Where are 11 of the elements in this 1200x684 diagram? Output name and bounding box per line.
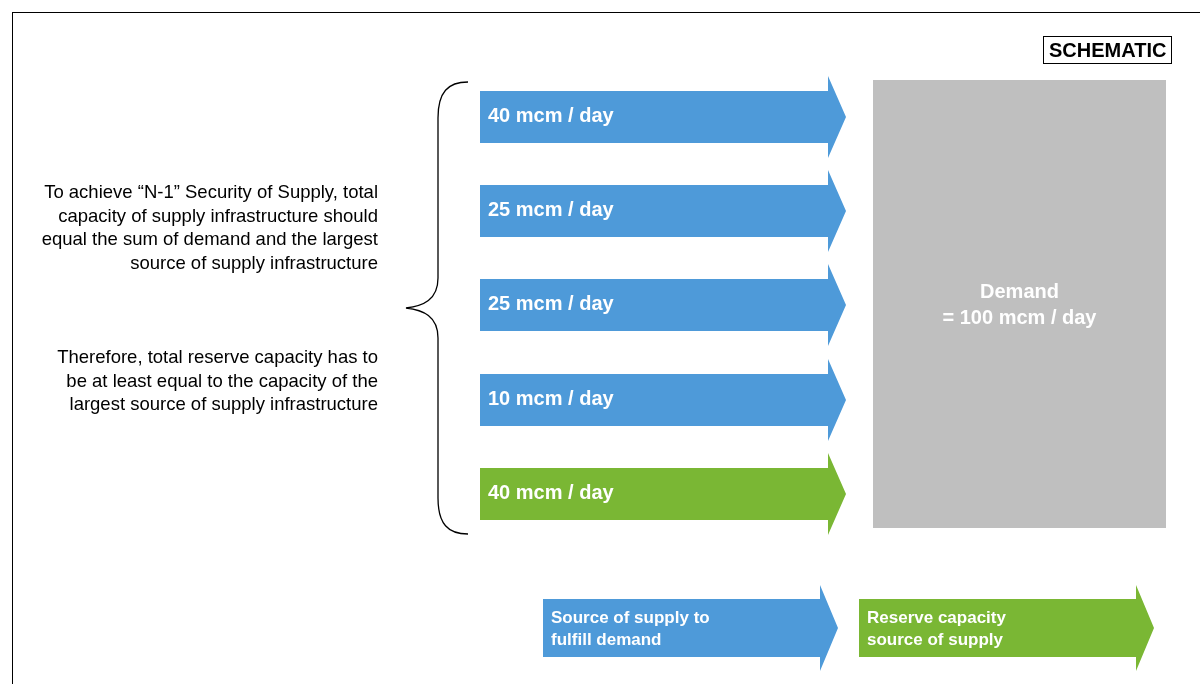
- capacity-banner: 10 mcm / day: [480, 359, 846, 441]
- legend-text: Reserve capacity source of supply: [867, 607, 1007, 651]
- capacity-banner: 40 mcm / day: [480, 76, 846, 158]
- capacity-banner: 25 mcm / day: [480, 170, 846, 252]
- capacity-banner: 40 mcm / day: [480, 453, 846, 535]
- explanation-text: Therefore, total reserve capacity has to be at least equal to the capacity of the largest source of supply infrastructure: [56, 345, 378, 416]
- schematic-tag: SCHEMATIC: [1043, 36, 1173, 64]
- explanation-text: To achieve “N-1” Security of Supply, total capacity of supply infrastructure should equal the sum of demand and the largest source of supply infrastructure: [40, 180, 378, 274]
- capacity-banner: 25 mcm / day: [480, 264, 846, 346]
- demand-box: Demand = 100 mcm / day: [873, 80, 1166, 528]
- legend-text: Source of supply to fulfill demand: [551, 607, 711, 651]
